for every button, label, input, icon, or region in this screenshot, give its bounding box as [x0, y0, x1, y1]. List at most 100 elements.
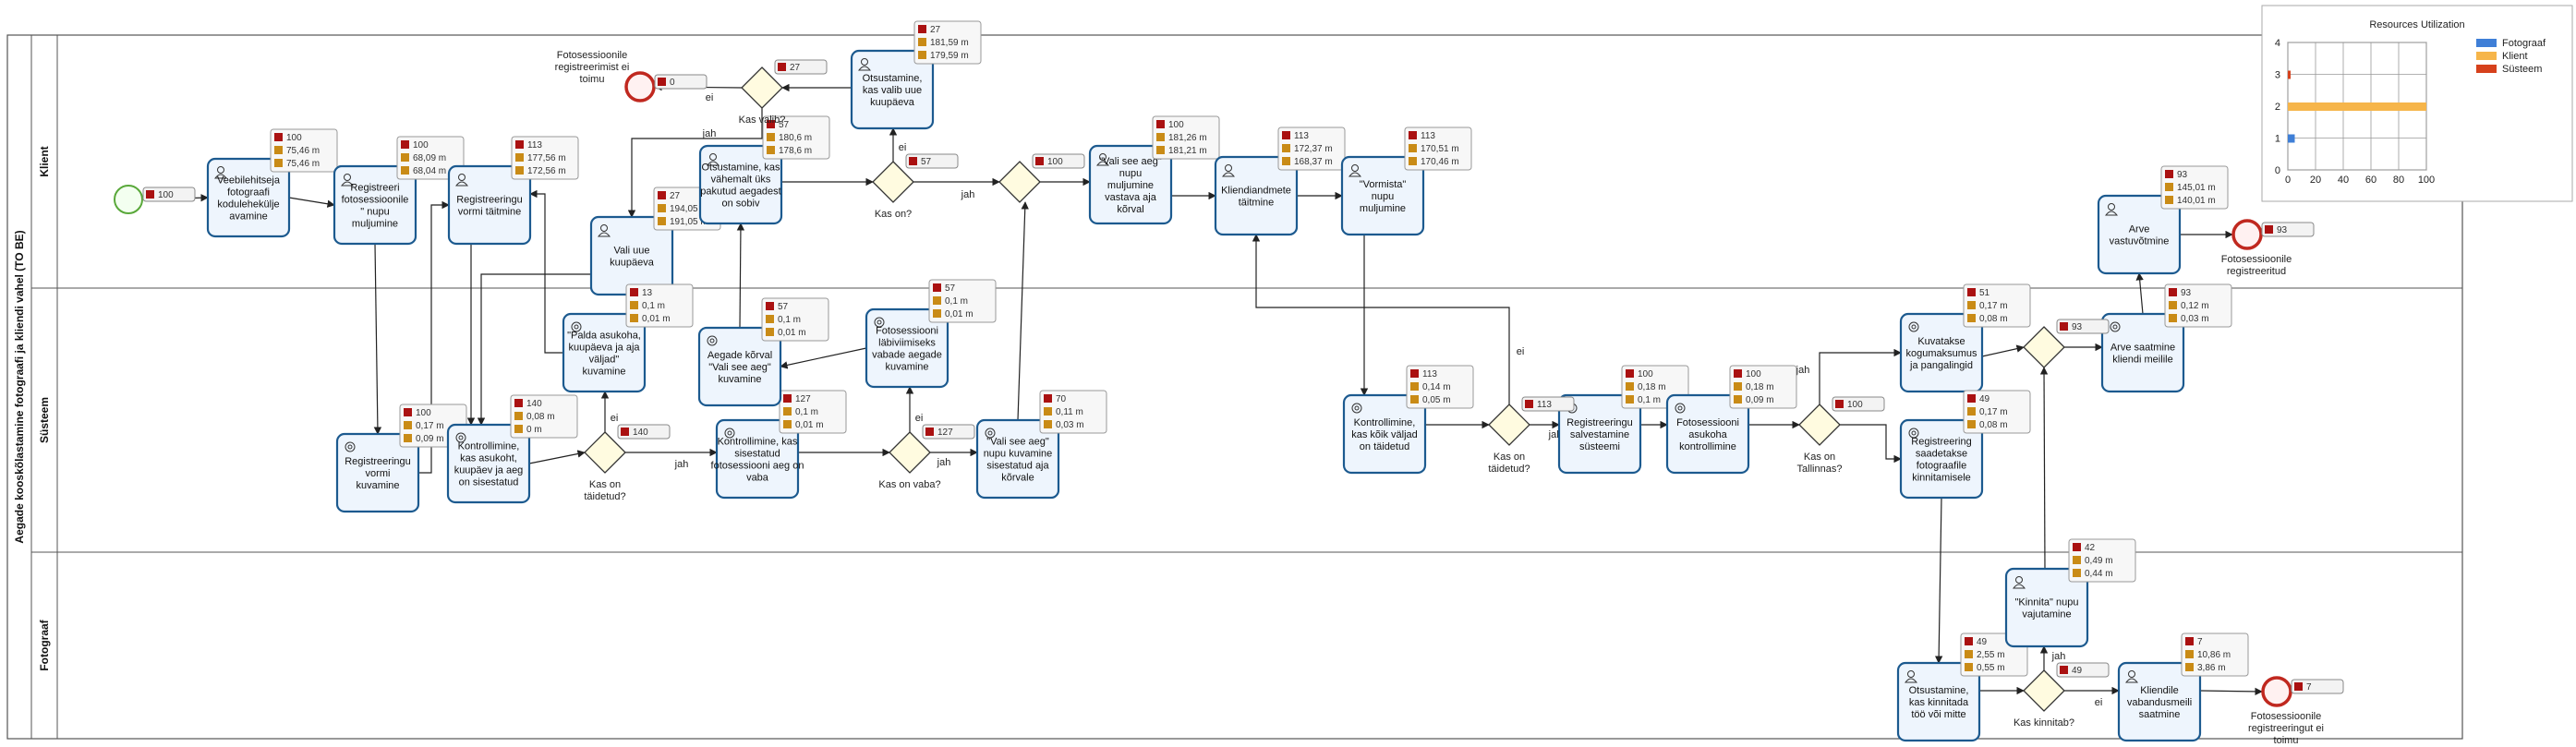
- counter-marker: [778, 63, 786, 71]
- stat-marker: [1409, 144, 1417, 152]
- stat-value: 100: [1638, 369, 1653, 380]
- stat-marker: [1044, 394, 1052, 403]
- stat-marker: [2073, 569, 2081, 577]
- task-label-line: kõrvale: [1001, 473, 1034, 484]
- counter-value: 0: [670, 78, 675, 88]
- stat-marker: [514, 399, 523, 407]
- end-event-circle: [2231, 219, 2263, 250]
- counter-value: 7: [2306, 682, 2312, 693]
- gear-icon-outer: [1351, 403, 1362, 414]
- stat-value: 0,08 m: [526, 412, 555, 422]
- gateway-diamond: [2023, 326, 2065, 368]
- user-icon-head: [344, 174, 351, 181]
- user-icon-body: [2124, 678, 2139, 683]
- stats-box: [2164, 283, 2232, 328]
- flow-label-ei: ei: [2095, 697, 2103, 708]
- user-icon-body: [1904, 678, 1918, 683]
- stats-box: [1039, 390, 1107, 434]
- stat-value: 178,6 m: [779, 146, 812, 156]
- user-icon: [857, 58, 872, 71]
- gear-icon: [1908, 428, 1919, 439]
- stat-marker: [1626, 395, 1634, 404]
- user-icon-head: [1225, 164, 1232, 172]
- counter-box: [905, 153, 959, 169]
- event-label: toimu: [2274, 735, 2299, 746]
- stat-marker: [1282, 131, 1290, 139]
- task-label-line: Fotosessiooni: [1676, 417, 1739, 428]
- stat-value: 49: [1977, 637, 1988, 647]
- stats-box: [2068, 538, 2136, 583]
- task-box: [850, 49, 935, 130]
- stat-marker: [2169, 301, 2177, 309]
- stat-marker: [2185, 637, 2194, 645]
- x-tick-label: 0: [2285, 175, 2291, 186]
- task-label-line: Kliendile: [2140, 685, 2179, 696]
- user-icon-body: [2104, 211, 2119, 216]
- gateway-g8: [2023, 326, 2065, 368]
- counter-value: 49: [2072, 666, 2083, 676]
- stat-marker: [1965, 650, 1973, 658]
- stat-value: 0,03 m: [1056, 420, 1084, 430]
- stat-marker: [918, 51, 926, 59]
- gear-icon-inner: [1911, 324, 1917, 330]
- stat-marker: [933, 283, 941, 292]
- gateway-label: Kas kinnitab?: [2014, 717, 2074, 729]
- task-label-line: läbiviimiseks: [878, 338, 936, 349]
- task-s3: "Palda asukoha,kuupäeva ja ajaväljad"kuv…: [562, 283, 694, 393]
- sequence-flow: [528, 450, 586, 464]
- stat-marker: [918, 38, 926, 46]
- gateway-diamond: [1798, 404, 1841, 446]
- stats-box: [270, 128, 338, 173]
- task-label-line: Kontrollimine,: [1354, 417, 1416, 428]
- task-box: [1896, 661, 1981, 742]
- task-label-line: kuupäeva: [610, 258, 655, 269]
- gateway-diamond: [872, 161, 914, 203]
- gear-icon: [2110, 321, 2121, 332]
- gateway-g9: Kas kinnitab?: [2014, 669, 2074, 729]
- legend-swatch: [2476, 52, 2497, 60]
- y-tick-label: 1: [2275, 134, 2280, 145]
- end-event-circle: [2261, 676, 2292, 707]
- stat-value: 70: [1056, 394, 1067, 404]
- gateway-counter: 57: [905, 153, 959, 169]
- stat-value: 0,1 m: [778, 315, 801, 325]
- sequence-flow: [529, 189, 563, 354]
- gear-icon: [724, 428, 735, 439]
- gear-icon-inner: [1911, 430, 1917, 436]
- stat-marker: [1044, 407, 1052, 416]
- user-icon: [2012, 576, 2026, 589]
- stat-value: 168,37 m: [1294, 157, 1333, 167]
- user-icon: [454, 174, 469, 187]
- task-label-line: on täidetud: [1360, 441, 1409, 452]
- task-label-line: pakutud aegadest: [700, 187, 780, 198]
- sequence-flow: [418, 200, 450, 474]
- stat-marker: [1967, 394, 1976, 403]
- stats-box: [1963, 283, 2031, 328]
- stat-marker: [1410, 369, 1419, 378]
- task-label-line: vormi täitmine: [458, 207, 521, 218]
- stat-value: 113: [1294, 131, 1309, 141]
- stat-value: 100: [1746, 369, 1761, 380]
- task-label-line: kuupäeva: [870, 97, 915, 108]
- stat-value: 0,1 m: [1638, 395, 1661, 405]
- stat-value: 57: [779, 120, 790, 130]
- flow-label-jah: jah: [937, 457, 951, 468]
- flow-label-jah: jah: [702, 128, 717, 139]
- stat-value: 100: [413, 140, 429, 151]
- stat-value: 145,01 m: [2177, 183, 2216, 193]
- user-icon: [340, 174, 355, 187]
- user-icon-head: [1907, 670, 1915, 678]
- task-s10: Fotosessiooniasukohakontrollimine1000,18…: [1665, 365, 1797, 475]
- task-label-line: kuupäev ja aeg: [454, 465, 524, 476]
- stat-marker: [404, 421, 412, 429]
- gateway-counter: 127: [922, 424, 975, 440]
- flow-label-ei: ei: [706, 92, 714, 103]
- y-tick-label: 2: [2275, 102, 2280, 113]
- gear-icon-inner: [458, 435, 464, 440]
